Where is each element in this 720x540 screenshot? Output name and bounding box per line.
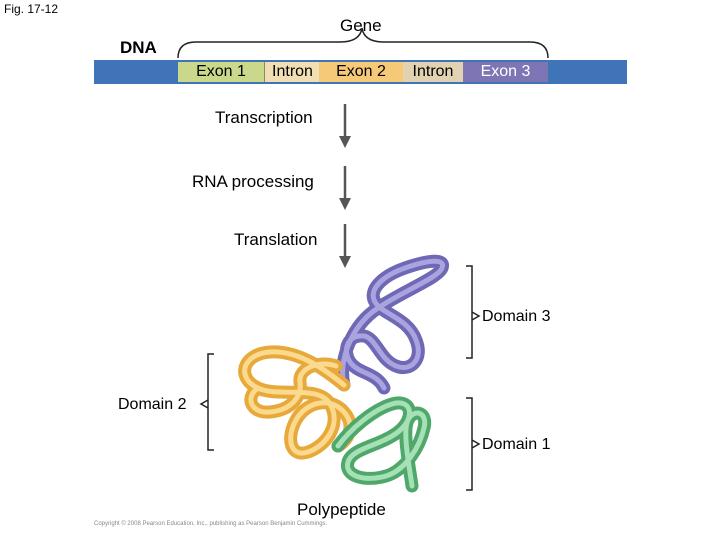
domain-2-bracket [199,353,214,451]
exon-1-segment: Exon 1 [178,62,264,82]
gene-brace [177,27,549,59]
exon-3-segment: Exon 3 [463,62,548,82]
domain-3-bracket [466,265,481,359]
transcription-label: Transcription [215,108,313,127]
domain-2-label: Domain 2 [118,396,187,413]
intron-2-segment: Intron [403,62,463,82]
intron-1-segment: Intron [264,62,320,82]
domain-1-bracket [466,397,481,491]
translation-label: Translation [234,230,318,249]
transcription-arrow [339,104,351,148]
copyright-notice: Copyright © 2008 Pearson Education, Inc.… [94,521,328,527]
dna-strand: Exon 1 Intron Exon 2 Intron Exon 3 [94,60,627,84]
translation-arrow [339,224,351,268]
gene-label: Gene [340,16,382,35]
exon-2-segment: Exon 2 [319,62,403,82]
domain-3-label: Domain 3 [482,308,551,325]
figure-label: Fig. 17-12 [4,2,59,16]
domain-2-coil [238,345,357,460]
rna-processing-arrow [339,166,351,210]
domain-1-label: Domain 1 [482,436,551,453]
domain-3-coil [336,254,450,395]
dna-label: DNA [120,38,157,57]
rna-processing-label: RNA processing [192,172,314,191]
polypeptide-label: Polypeptide [297,500,386,519]
domain-1-coil [331,396,432,493]
